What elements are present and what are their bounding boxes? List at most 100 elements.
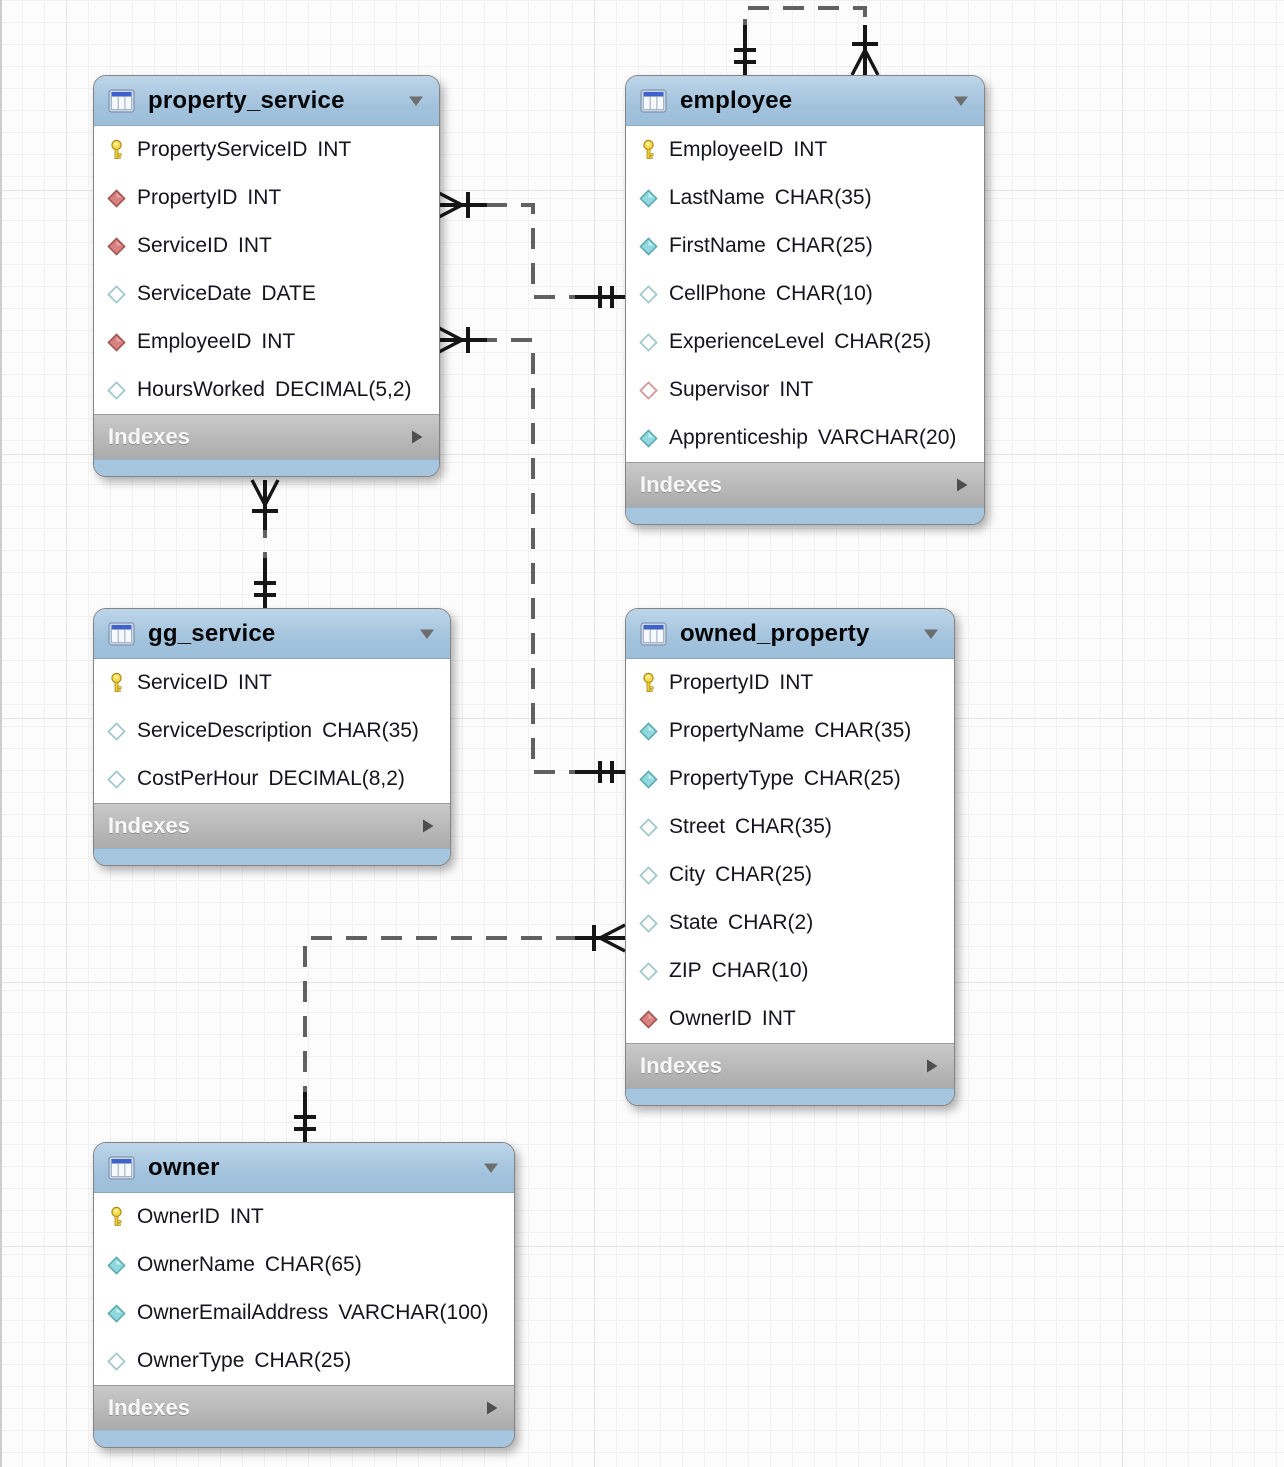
column-name: CellPhone <box>669 282 766 305</box>
column-row[interactable]: ServiceDate DATE <box>94 270 439 318</box>
table-employee[interactable]: employee EmployeeID INT LastName CHAR(35… <box>625 75 985 525</box>
table-owned_property[interactable]: owned_property PropertyID INT PropertyNa… <box>625 608 955 1106</box>
column-row[interactable]: LastName CHAR(35) <box>626 174 984 222</box>
table-header[interactable]: property_service <box>94 76 439 126</box>
column-row[interactable]: PropertyType CHAR(25) <box>626 755 954 803</box>
column-type: CHAR(10) <box>711 959 809 982</box>
table-header[interactable]: gg_service <box>94 609 450 659</box>
column-row[interactable]: OwnerID INT <box>94 1193 514 1241</box>
nullable-column-icon <box>638 332 659 352</box>
column-type: DECIMAL(5,2) <box>275 378 412 401</box>
column-row[interactable]: Apprenticeship VARCHAR(20) <box>626 414 984 462</box>
column-name: Apprenticeship <box>669 426 808 449</box>
nullable-column-icon <box>106 721 127 741</box>
column-name: FirstName <box>669 234 766 257</box>
column-type: INT <box>229 1205 264 1228</box>
column-row[interactable]: PropertyID INT <box>94 174 439 222</box>
column-type: INT <box>261 330 296 353</box>
indexes-section[interactable]: Indexes <box>626 462 984 507</box>
indexes-section[interactable]: Indexes <box>94 803 450 848</box>
table-header[interactable]: employee <box>626 76 984 126</box>
column-type: INT <box>779 378 814 401</box>
expand-arrow-icon[interactable] <box>484 1399 500 1417</box>
column-name: PropertyServiceID <box>137 138 308 161</box>
nullable-column-icon <box>638 865 659 885</box>
column-row[interactable]: Street CHAR(35) <box>626 803 954 851</box>
table-columns: OwnerID INT OwnerName CHAR(65) OwnerEmai… <box>94 1193 514 1385</box>
column-row[interactable]: PropertyName CHAR(35) <box>626 707 954 755</box>
expand-arrow-icon[interactable] <box>954 476 970 494</box>
not-null-column-icon <box>638 769 659 789</box>
column-name: PropertyName <box>669 719 805 742</box>
column-type: CHAR(35) <box>814 719 912 742</box>
column-row[interactable]: ZIP CHAR(10) <box>626 947 954 995</box>
table-owner[interactable]: owner OwnerID INT OwnerName CHAR(65) Own… <box>93 1142 515 1448</box>
indexes-section[interactable]: Indexes <box>94 1385 514 1430</box>
relationship-owner-to-owned_property[interactable] <box>294 923 626 1142</box>
indexes-section[interactable]: Indexes <box>94 414 439 459</box>
column-row[interactable]: OwnerType CHAR(25) <box>94 1337 514 1385</box>
indexes-label: Indexes <box>108 1395 190 1420</box>
table-icon <box>108 1156 135 1180</box>
column-row[interactable]: CostPerHour DECIMAL(8,2) <box>94 755 450 803</box>
column-name: ServiceID <box>137 234 229 257</box>
column-name: PropertyType <box>669 767 794 790</box>
expand-arrow-icon[interactable] <box>409 428 425 446</box>
relationship-employee-supervisor-self[interactable] <box>734 6 880 76</box>
collapse-caret-icon[interactable] <box>952 94 970 108</box>
column-name: OwnerEmailAddress <box>137 1301 329 1324</box>
column-row[interactable]: ServiceDescription CHAR(35) <box>94 707 450 755</box>
column-type: VARCHAR(100) <box>338 1301 489 1324</box>
indexes-label: Indexes <box>108 813 190 838</box>
column-row[interactable]: ExperienceLevel CHAR(25) <box>626 318 984 366</box>
column-row[interactable]: CellPhone CHAR(10) <box>626 270 984 318</box>
table-header[interactable]: owner <box>94 1143 514 1193</box>
column-type: CHAR(2) <box>728 911 814 934</box>
nullable-column-icon <box>638 961 659 981</box>
column-row[interactable]: FirstName CHAR(25) <box>626 222 984 270</box>
table-footer <box>626 1088 954 1105</box>
table-gg_service[interactable]: gg_service ServiceID INT ServiceDescript… <box>93 608 451 866</box>
table-footer <box>94 1430 514 1447</box>
relationship-owned_property-to-property_service[interactable] <box>436 325 625 783</box>
indexes-section[interactable]: Indexes <box>626 1043 954 1088</box>
column-name: OwnerType <box>137 1349 245 1372</box>
column-row[interactable]: ServiceID INT <box>94 659 450 707</box>
relationship-gg_service-to-property_service[interactable] <box>250 479 280 608</box>
indexes-label: Indexes <box>108 424 190 449</box>
nullable-column-icon <box>106 1351 127 1371</box>
column-row[interactable]: PropertyServiceID INT <box>94 126 439 174</box>
table-property_service[interactable]: property_service PropertyServiceID INT P… <box>93 75 440 477</box>
not-null-column-icon <box>106 1303 127 1323</box>
relationship-employee-to-property_service[interactable] <box>436 190 625 308</box>
column-row[interactable]: OwnerEmailAddress VARCHAR(100) <box>94 1289 514 1337</box>
column-row[interactable]: EmployeeID INT <box>94 318 439 366</box>
table-footer <box>626 507 984 524</box>
foreign-key-icon <box>638 1009 659 1029</box>
column-type: CHAR(25) <box>254 1349 352 1372</box>
column-row[interactable]: OwnerID INT <box>626 995 954 1043</box>
nullable-column-icon <box>638 913 659 933</box>
column-row[interactable]: ServiceID INT <box>94 222 439 270</box>
column-name: OwnerName <box>137 1253 255 1276</box>
primary-key-icon <box>106 1206 127 1229</box>
collapse-caret-icon[interactable] <box>407 94 425 108</box>
expand-arrow-icon[interactable] <box>924 1057 940 1075</box>
column-row[interactable]: State CHAR(2) <box>626 899 954 947</box>
table-header[interactable]: owned_property <box>626 609 954 659</box>
not-null-column-icon <box>638 428 659 448</box>
expand-arrow-icon[interactable] <box>420 817 436 835</box>
column-row[interactable]: PropertyID INT <box>626 659 954 707</box>
column-row[interactable]: OwnerName CHAR(65) <box>94 1241 514 1289</box>
table-icon <box>108 622 135 646</box>
collapse-caret-icon[interactable] <box>482 1161 500 1175</box>
column-row[interactable]: EmployeeID INT <box>626 126 984 174</box>
column-type: CHAR(25) <box>834 330 932 353</box>
collapse-caret-icon[interactable] <box>418 627 436 641</box>
column-row[interactable]: City CHAR(25) <box>626 851 954 899</box>
column-row[interactable]: HoursWorked DECIMAL(5,2) <box>94 366 439 414</box>
column-row[interactable]: Supervisor INT <box>626 366 984 414</box>
table-title: owner <box>148 1153 220 1181</box>
collapse-caret-icon[interactable] <box>922 627 940 641</box>
column-type: INT <box>779 671 814 694</box>
